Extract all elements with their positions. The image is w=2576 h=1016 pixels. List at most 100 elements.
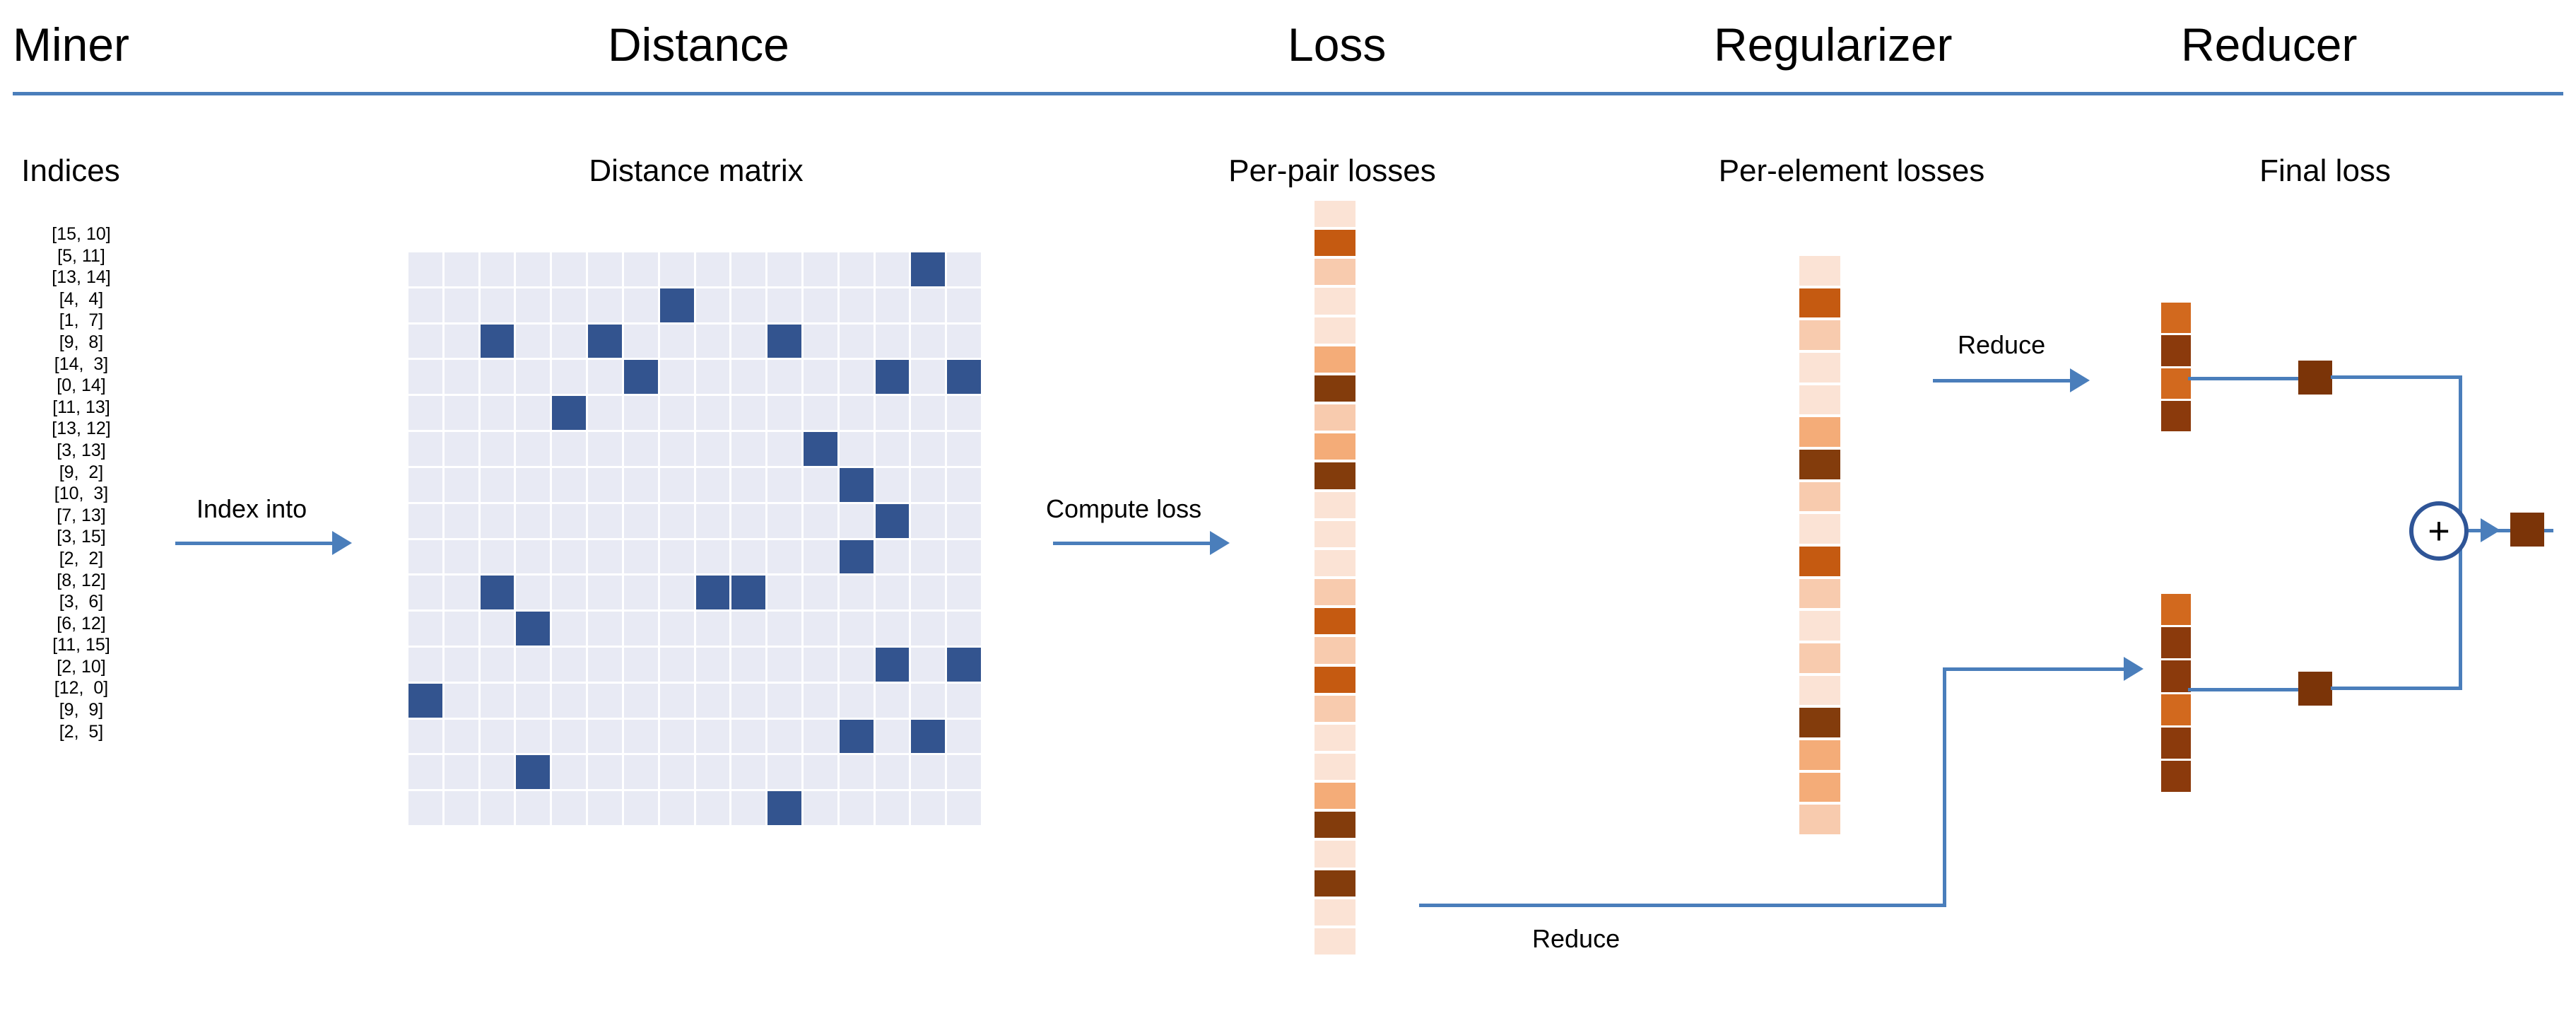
reducer-bottom-node <box>2298 672 2332 706</box>
matrix-cell-active <box>588 324 622 358</box>
matrix-cell <box>731 324 766 358</box>
per-pair-loss-cell <box>1315 695 1355 722</box>
column-title-miner: Miner <box>13 18 130 71</box>
final-loss-node <box>2510 513 2544 547</box>
matrix-cell <box>444 683 478 718</box>
index-pair: [9, 8] <box>59 332 104 352</box>
matrix-cell <box>480 467 514 502</box>
matrix-cell <box>695 539 730 574</box>
per-pair-loss-cell <box>1315 870 1355 897</box>
per-element-loss-cell <box>1799 288 1840 318</box>
reducer-top-node <box>2298 361 2332 395</box>
matrix-cell <box>767 719 801 754</box>
matrix-cell <box>552 324 587 358</box>
matrix-cell <box>947 683 981 718</box>
matrix-cell <box>875 683 910 718</box>
matrix-cell <box>803 360 837 395</box>
per-pair-loss-cell <box>1315 608 1355 635</box>
matrix-cell-active <box>480 324 514 358</box>
matrix-cell <box>731 360 766 395</box>
matrix-cell <box>408 360 442 395</box>
reducer-top-cell <box>2161 368 2191 399</box>
index-pair: [11, 13] <box>52 397 110 417</box>
matrix-cell-active <box>947 360 981 395</box>
matrix-cell <box>731 647 766 682</box>
matrix-cell <box>911 791 946 825</box>
matrix-cell <box>659 719 694 754</box>
matrix-cell <box>911 576 946 610</box>
arrow-label-index-into: Index into <box>196 494 307 523</box>
matrix-cell <box>803 288 837 322</box>
matrix-cell <box>803 576 837 610</box>
arrow-compute-loss-line <box>1053 542 1211 545</box>
matrix-cell <box>731 719 766 754</box>
matrix-cell <box>408 288 442 322</box>
matrix-cell <box>516 791 551 825</box>
per-pair-loss-cell <box>1315 579 1355 606</box>
matrix-cell <box>588 467 622 502</box>
matrix-cell <box>911 503 946 538</box>
matrix-cell <box>731 396 766 431</box>
per-pair-loss-cell <box>1315 491 1355 518</box>
bottom-node-to-junction-line <box>2331 687 2462 690</box>
per-pair-losses-strip <box>1315 201 1355 955</box>
index-pair: [5, 11] <box>57 245 105 266</box>
matrix-cell-active <box>875 360 910 395</box>
index-pair: [3, 6] <box>59 592 104 612</box>
per-element-loss-cell <box>1799 353 1840 383</box>
matrix-cell <box>552 288 587 322</box>
reducer-bottom-cell <box>2161 660 2191 692</box>
matrix-cell-active <box>947 647 981 682</box>
matrix-cell <box>516 503 551 538</box>
per-element-loss-cell <box>1799 385 1840 415</box>
column-title-reducer: Reducer <box>2181 18 2358 71</box>
matrix-cell <box>695 252 730 286</box>
matrix-cell <box>444 467 478 502</box>
sum-node-circle: + <box>2409 501 2469 561</box>
index-pair: [13, 12] <box>52 419 111 439</box>
matrix-cell-active <box>731 576 766 610</box>
matrix-cell <box>875 755 910 790</box>
matrix-cell <box>408 503 442 538</box>
matrix-cell <box>444 360 478 395</box>
matrix-cell <box>695 719 730 754</box>
matrix-cell <box>588 252 622 286</box>
arrow-to-top-node-line <box>2188 377 2327 380</box>
arrow-to-bottom-node-line <box>2188 688 2327 691</box>
matrix-cell <box>408 719 442 754</box>
per-pair-loss-cell <box>1315 637 1355 664</box>
reducer-bottom-cell <box>2161 594 2191 626</box>
matrix-cell <box>839 396 874 431</box>
matrix-cell-active <box>767 324 801 358</box>
per-pair-loss-cell <box>1315 346 1355 373</box>
matrix-cell-active <box>839 719 874 754</box>
per-pair-loss-cell <box>1315 520 1355 547</box>
per-pair-loss-cell <box>1315 230 1355 257</box>
matrix-cell <box>623 503 658 538</box>
reducer-top-cell <box>2161 400 2191 431</box>
matrix-cell <box>444 396 478 431</box>
arrow-label-reduce-top: Reduce <box>1958 330 2046 359</box>
reducer-bottom-cell <box>2161 760 2191 793</box>
matrix-cell <box>408 647 442 682</box>
matrix-cell <box>623 791 658 825</box>
matrix-cell <box>623 576 658 610</box>
matrix-cell <box>659 503 694 538</box>
matrix-cell <box>444 576 478 610</box>
per-pair-loss-cell <box>1315 783 1355 810</box>
arrow-index-into-line <box>175 542 334 545</box>
per-pair-loss-cell <box>1315 928 1355 955</box>
index-pair: [6, 12] <box>57 613 106 633</box>
matrix-cell <box>695 503 730 538</box>
matrix-cell <box>875 612 910 646</box>
matrix-cell <box>444 503 478 538</box>
per-pair-loss-cell <box>1315 549 1355 577</box>
matrix-cell <box>408 396 442 431</box>
per-element-loss-cell <box>1799 450 1840 479</box>
matrix-cell <box>875 288 910 322</box>
matrix-cell <box>480 612 514 646</box>
matrix-cell <box>875 432 910 466</box>
matrix-cell-active <box>767 791 801 825</box>
per-pair-loss-cell <box>1315 724 1355 751</box>
